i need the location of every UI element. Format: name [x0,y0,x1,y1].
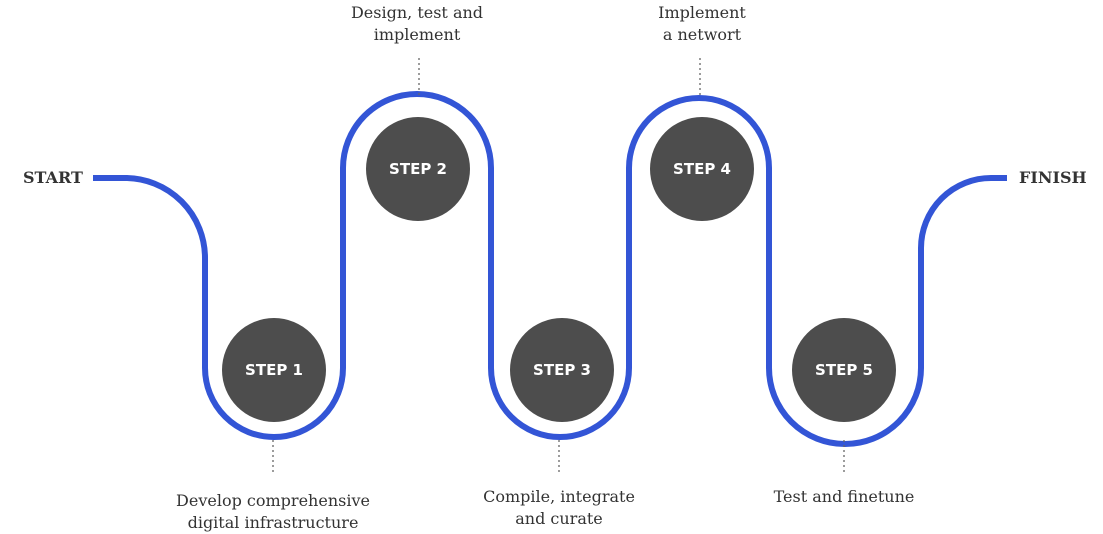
step-2-caption-line-1: Design, test and [350,3,484,22]
step-5-label: STEP 5 [815,361,873,379]
step-3-caption-line-2: and curate [515,509,603,528]
step-1-label: STEP 1 [245,361,303,379]
step-1-caption: Develop comprehensive digital infrastruc… [158,490,388,534]
step-3-circle: STEP 3 [510,318,614,422]
step-5-circle: STEP 5 [792,318,896,422]
step-2-circle: STEP 2 [366,117,470,221]
step-1-caption-line-1: Develop comprehensive [176,491,370,510]
finish-label: FINISH [1019,168,1087,187]
step-4-caption: Implement a networt [587,2,817,46]
step-4-caption-line-1: Implement [658,3,746,22]
step-4-label: STEP 4 [673,160,731,178]
step-2-label: STEP 2 [389,160,447,178]
step-4-circle: STEP 4 [650,117,754,221]
start-label: START [23,168,83,187]
step-1-caption-line-2: digital infrastructure [187,513,359,532]
step-2-caption-line-2: implement [373,25,461,44]
step-1-circle: STEP 1 [222,318,326,422]
step-4-caption-line-2: a networt [662,25,742,44]
step-5-caption-line-1: Test and finetune [773,487,915,506]
flow-path [93,91,1007,447]
step-5-caption: Test and finetune [729,486,959,508]
step-3-caption: Compile, integrate and curate [444,486,674,530]
step-3-caption-line-1: Compile, integrate [483,487,635,506]
step-2-caption: Design, test and implement [302,2,532,46]
step-3-label: STEP 3 [533,361,591,379]
